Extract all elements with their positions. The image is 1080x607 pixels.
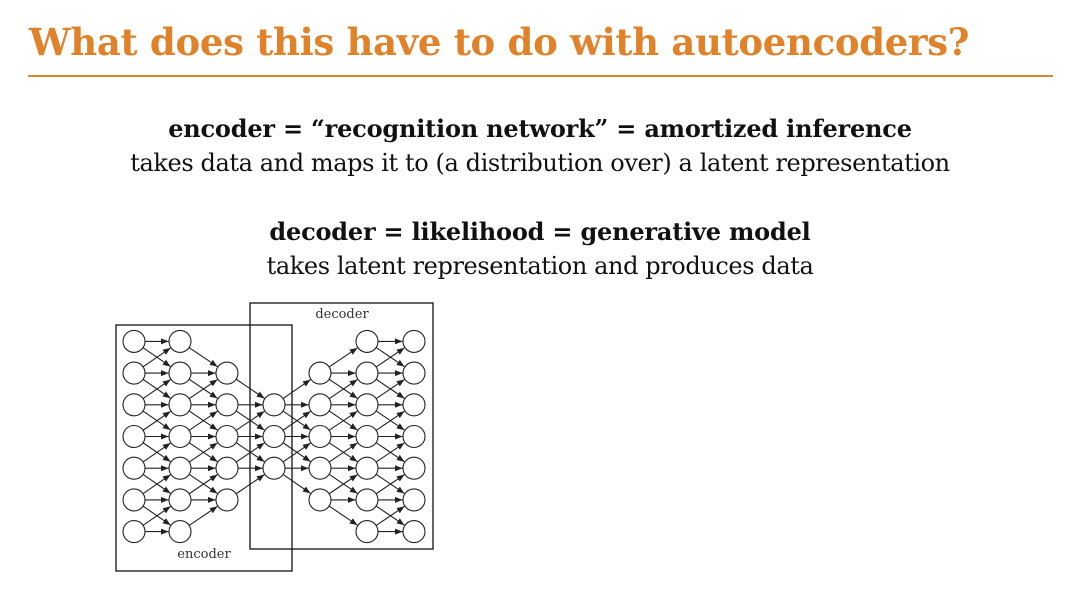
neuron-layer-2 (168, 424, 192, 449)
connection-arrow (375, 379, 405, 400)
connection-arrow (375, 442, 405, 463)
neuron-layer-2 (168, 520, 192, 544)
encoder-box (115, 324, 293, 572)
connection-arrow (328, 379, 358, 400)
connection-arrow (188, 379, 218, 400)
connection-arrow (142, 410, 171, 431)
slide-title: What does this have to do with autoencod… (29, 20, 970, 64)
neuron-layer-2 (168, 456, 192, 480)
neuron-layer-6 (355, 329, 379, 353)
neuron-layer-5 (308, 488, 332, 512)
connection-arrow (188, 505, 218, 526)
connection-arrow (188, 410, 218, 431)
neuron-layer-2 (168, 329, 192, 353)
neuron-layer-6 (355, 361, 379, 385)
neuron-layer-6 (355, 424, 379, 449)
neuron-layer-7 (402, 424, 426, 449)
connection-arrow (328, 410, 358, 431)
neuron-layer-2 (168, 361, 192, 385)
neuron-layer-5 (308, 456, 332, 480)
neuron-layer-6 (355, 488, 379, 512)
neuron-layer-7 (402, 520, 426, 544)
neuron-layer-6 (355, 520, 379, 544)
neuron-layer-5 (308, 393, 332, 417)
connection-arrow (328, 474, 358, 495)
connection-arrow (142, 505, 171, 526)
title-underline (28, 75, 1053, 77)
encoder-description: takes data and maps it to (a distributio… (130, 149, 950, 177)
connection-arrow (282, 410, 311, 431)
neuron-layer-7 (402, 329, 426, 353)
neuron-layer-1 (122, 393, 146, 417)
neuron-layer-3 (215, 424, 239, 449)
neuron-layer-7 (402, 361, 426, 385)
neuron-layer-3 (215, 393, 239, 417)
neuron-layer-5 (308, 361, 332, 385)
connection-arrow (282, 379, 311, 400)
connection-arrow (282, 473, 311, 494)
neuron-layer-7 (402, 393, 426, 417)
neuron-layer-1 (122, 456, 146, 480)
neuron-layer-6 (355, 456, 379, 480)
decoder-box (249, 302, 434, 550)
connection-arrow (375, 410, 405, 431)
connection-arrow (328, 347, 358, 368)
connection-arrow (328, 442, 358, 463)
encoder-heading: encoder = “recognition network” = amorti… (168, 114, 912, 143)
connection-arrow (188, 474, 218, 495)
neuron-layer-1 (122, 488, 146, 512)
neuron-layer-2 (168, 488, 192, 512)
neuron-layer-1 (122, 329, 146, 353)
decoder-heading: decoder = likelihood = generative model (269, 217, 811, 246)
connection-arrow (375, 474, 405, 495)
connection-arrow (375, 347, 405, 368)
neuron-layer-1 (122, 520, 146, 544)
encoder-description-block: encoder = “recognition network” = amorti… (0, 112, 1080, 180)
neuron-layer-3 (215, 361, 239, 385)
neuron-layer-4 (262, 456, 286, 480)
decoder-description: takes latent representation and produces… (266, 252, 814, 280)
neuron-layer-1 (122, 424, 146, 449)
neuron-layer-4 (262, 424, 286, 449)
neuron-layer-2 (168, 393, 192, 417)
decoder-label: decoder (315, 307, 369, 322)
connection-arrow (188, 347, 218, 368)
decoder-description-block: decoder = likelihood = generative model … (0, 215, 1080, 283)
connection-arrow (282, 442, 311, 463)
network-neurons (122, 329, 426, 544)
neuron-layer-7 (402, 456, 426, 480)
neuron-layer-3 (215, 456, 239, 480)
neuron-layer-4 (262, 393, 286, 417)
connection-arrow (142, 347, 171, 368)
neuron-layer-6 (355, 393, 379, 417)
network-connections (142, 338, 405, 535)
neuron-layer-7 (402, 488, 426, 512)
neuron-layer-3 (215, 488, 239, 512)
neuron-layer-5 (308, 424, 332, 449)
connection-arrow (142, 442, 171, 463)
encoder-label: encoder (177, 547, 231, 562)
connection-arrow (142, 379, 171, 400)
neuron-layer-1 (122, 361, 146, 385)
connection-arrow (375, 505, 405, 526)
connection-arrow (142, 474, 171, 495)
connection-arrow (188, 442, 218, 463)
connection-arrow (328, 505, 358, 526)
